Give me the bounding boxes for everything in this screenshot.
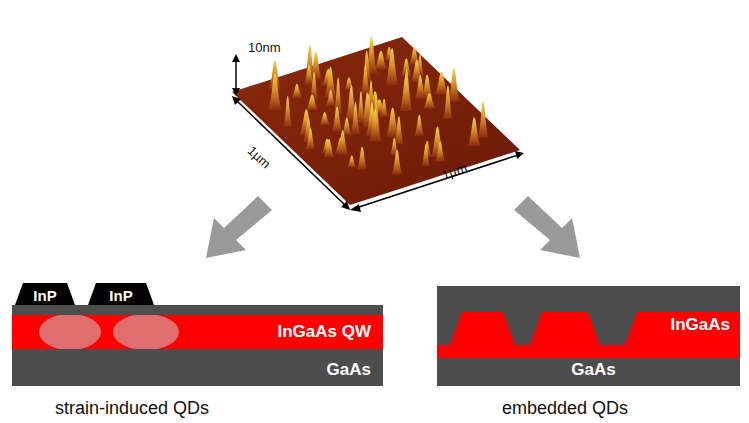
afm-peak xyxy=(409,47,420,65)
afm-peak xyxy=(320,112,330,125)
afm-peak xyxy=(347,155,356,167)
afm-peak xyxy=(284,96,292,127)
afm-peak xyxy=(305,128,315,149)
afm-peak xyxy=(357,147,367,170)
afm-peak xyxy=(374,51,387,70)
arrow-head xyxy=(515,151,524,159)
inp-island: InP xyxy=(88,283,154,305)
dimension-label: 1µm xyxy=(245,143,274,171)
ingaas-quantum-well: InGaAs QW xyxy=(12,315,383,349)
height-scale: 10nm xyxy=(248,40,281,55)
afm-surface xyxy=(232,37,520,205)
afm-peak xyxy=(326,90,336,106)
afm-peak xyxy=(344,77,354,90)
afm-peak xyxy=(400,75,413,111)
afm-peak xyxy=(421,74,433,98)
afm-peaks xyxy=(268,37,488,175)
block-arrow xyxy=(206,196,272,258)
afm-peak xyxy=(334,77,342,113)
afm-peak xyxy=(337,130,348,155)
afm-peak xyxy=(385,48,398,85)
gaas-substrate: GaAs InGaAs QW xyxy=(12,305,383,386)
afm-peak xyxy=(478,101,488,138)
ingaas-dot-layer: InGaAs xyxy=(437,296,740,358)
afm-peak xyxy=(304,65,313,85)
afm-peak xyxy=(443,85,452,119)
shape-fill xyxy=(15,283,75,305)
height-arrow xyxy=(235,60,237,92)
afm-peak xyxy=(380,99,389,117)
shape-fill xyxy=(437,312,740,358)
layer-label: InP xyxy=(109,287,132,304)
dimension-arrow xyxy=(236,100,346,206)
arrow-head xyxy=(232,88,240,96)
panel-caption: strain-induced QDs xyxy=(55,398,209,419)
afm-peak xyxy=(415,114,425,135)
afm-peak xyxy=(306,95,318,110)
inp-island: InP xyxy=(15,283,75,305)
arrow-head xyxy=(341,201,350,210)
afm-peak xyxy=(435,71,448,94)
afm-peak xyxy=(468,117,480,146)
gaas-substrate: GaAs InGaAs xyxy=(437,286,740,386)
quantum-dot xyxy=(39,315,101,349)
afm-peak xyxy=(332,106,342,131)
afm-peak xyxy=(394,116,403,144)
afm-peak xyxy=(351,102,360,134)
layer-label: GaAs xyxy=(327,360,371,380)
afm-peak xyxy=(369,109,382,141)
afm-peak xyxy=(435,141,445,162)
block-arrow xyxy=(514,196,580,258)
layer-label: InP xyxy=(33,287,56,304)
layer-label: InGaAs QW xyxy=(277,322,371,342)
arrow-head xyxy=(350,204,361,212)
arrow-head xyxy=(232,54,240,62)
shape-fill xyxy=(88,283,154,305)
quantum-dot xyxy=(113,315,179,349)
panel-caption: embedded QDs xyxy=(502,398,628,419)
afm-peak xyxy=(423,93,436,109)
afm-peak xyxy=(392,150,403,175)
afm-peak xyxy=(324,139,335,157)
afm-peak xyxy=(268,73,282,110)
afm-peak xyxy=(422,144,430,166)
afm-peak xyxy=(292,84,303,98)
arrow-head xyxy=(232,96,241,105)
afm-peak xyxy=(310,72,318,100)
layer-label: InGaAs xyxy=(670,315,730,335)
layer-label: GaAs xyxy=(571,360,615,380)
afm-peak xyxy=(361,64,370,94)
dimension-arrow xyxy=(356,155,518,208)
afm-peak xyxy=(448,68,460,102)
